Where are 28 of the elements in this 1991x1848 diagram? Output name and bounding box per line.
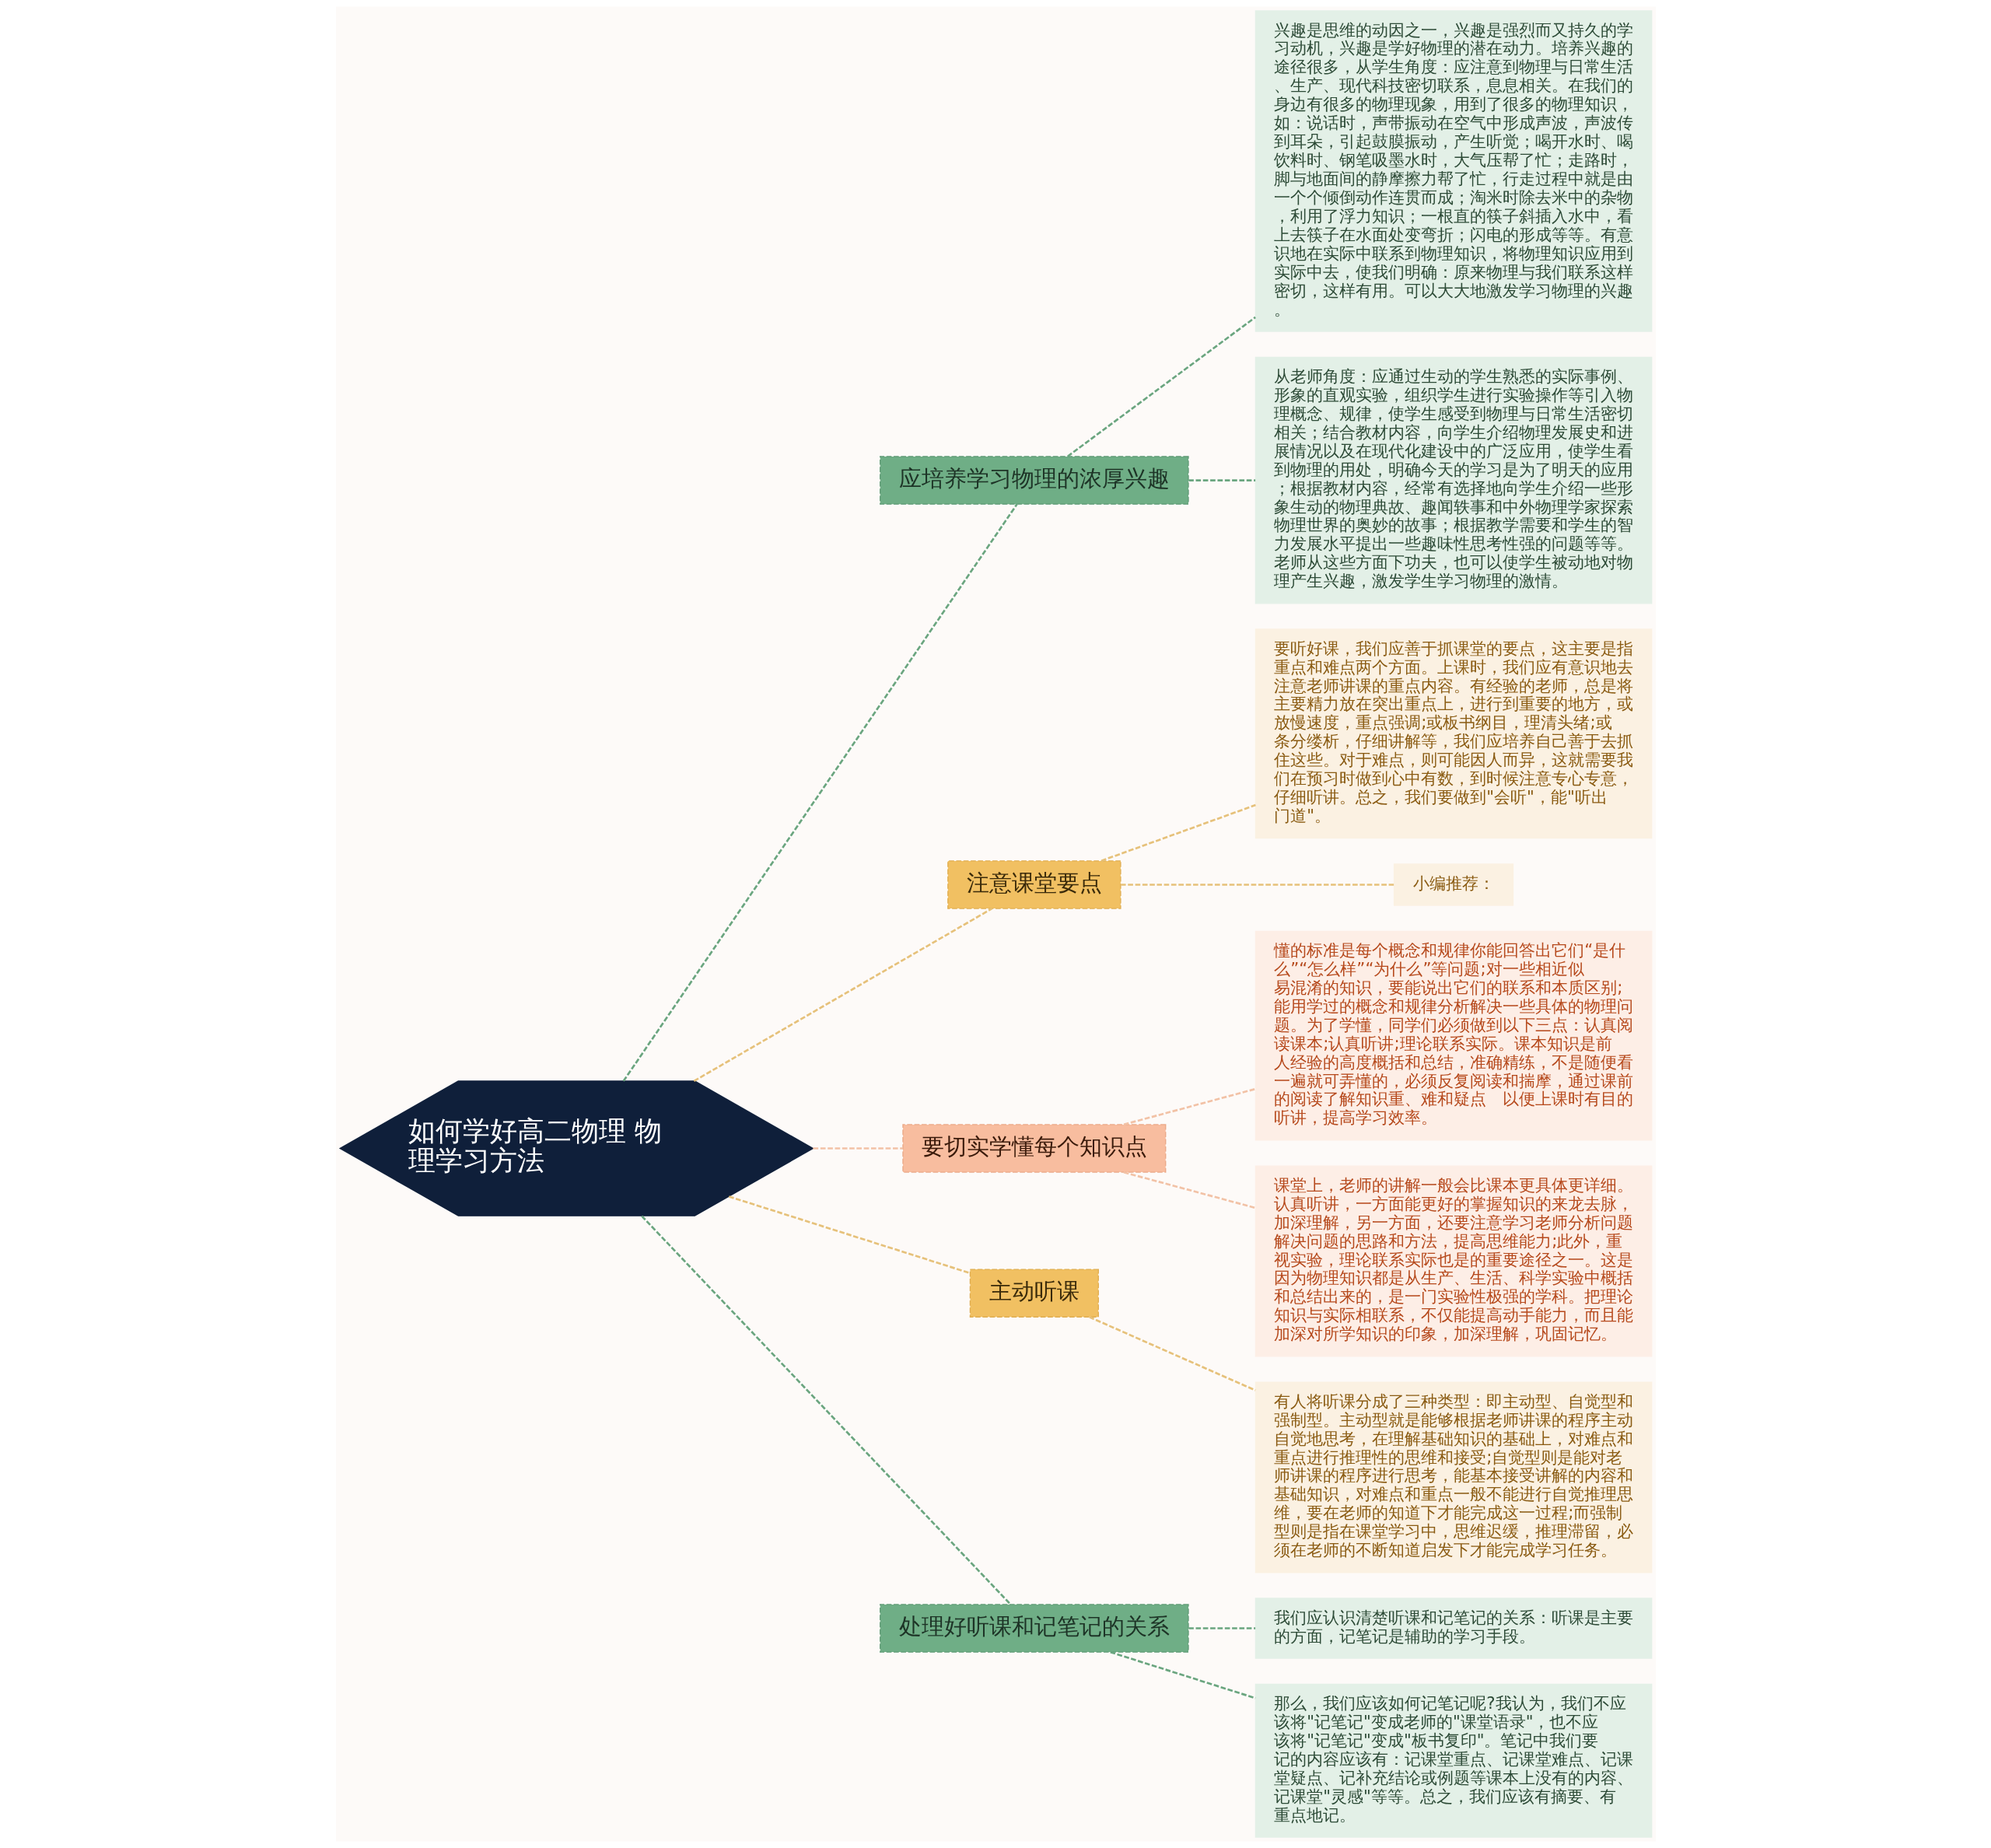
node-box: 小编推荐： [1393, 863, 1513, 906]
node-box: 应培养学习物理的浓厚兴趣 [879, 456, 1189, 505]
node-box: 注意课堂要点 [947, 860, 1121, 909]
node-box: 处理好听课和记笔记的关系 [879, 1604, 1189, 1653]
connector [693, 908, 992, 1083]
node-box: 兴趣是思维的动因之一，兴趣是强烈而又持久的学习动机，兴趣是学好物理的潜在动力。培养兴趣的途径很多，从学生角度：应注意到物理与日常生活、生产、现代科技密切联系，息息相关。在我们的身边有很多的物理现象，用到了很多的物理知识，如：说话时，声带振动在空气中形成声波，声波传到耳朵，引起鼓膜振动，产生听觉；喝开水时、喝饮料时、钢笔吸墨水时，大气压帮了忙；走路时，脚与地面间的静摩擦力帮了忙，行走过程中就是由一个个倾倒动作连贯而成；淘米时除去米中的杂物，利用了浮力知识；一根直的筷子斜插入水中，看上去筷子在水面处变弯折；闪电的形成等等。有意识地在实际中联系到物理知识，将物理知识应用到实际中去，使我们明确：原来物理与我们联系这样密切，这样有用。可以大大地激发学习物理的兴趣。 [1254, 10, 1652, 332]
connector [1188, 1627, 1255, 1629]
node-box: 要切实学懂每个知识点 [901, 1124, 1166, 1173]
connector [728, 1195, 970, 1275]
node-box: 我们应认识清楚听课和记笔记的关系：听课是主要的方面，记笔记是辅助的学习手段。 [1254, 1598, 1652, 1659]
node-box: 懂的标准是每个概念和规律你能回答出它们“是什么”“怎么样”“为什么”等问题;对一些相近似易混淆的知识，要能说出它们的联系和本质区别;能用学过的概念和规律分析解决一些具体的物理问题。为了学懂，同学们必须做到以下三点：认真阅读课本;认真听讲;理论联系实际。课本知识是前人经验的高度概括和总结，准确精练，不是随便看一遍就可弄懂的，必须反复阅读和揣摩，通过课前的阅读了解知识重、难和疑点 以便上课时有目的听讲，提高学习效率。 [1254, 930, 1652, 1141]
node-box: 那么，我们应该如何记笔记呢?我认为，我们不应该将"记笔记"变成老师的"课堂语录"，也不应该将"记笔记"变成"板书复印"。笔记中我们要记的内容应该有：记课堂重点、记课堂难点、记课堂疑点、记补充结论或例题等课本上没有的内容、记课堂"灵感"等等。总之，我们应该有摘要、有重点地记。 [1254, 1683, 1652, 1838]
connector [1123, 1171, 1255, 1209]
connector [1123, 1087, 1255, 1126]
connector [622, 503, 1018, 1082]
connector [1120, 884, 1394, 886]
node-box: 主动听课 [969, 1269, 1099, 1318]
node-box: 从老师角度：应通过生动的学生熟悉的实际事例、形象的直观实验，组织学生进行实验操作等引入物理概念、规律，使学生感受到物理与日常生活密切相关；结合教材内容，向学生介绍物理发展史和进展情况以及在现代化建设中的广泛应用，使学生看到物理的用处，明确今天的学习是为了明天的应用；根据教材内容，经常有选择地向学生介绍一些形象生动的物理典故、趣闻轶事和中外物理学家探索物理世界的奥妙的故事；根据教学需要和学生的智力发展水平提出一些趣味性思考性强的问题等等。老师从这些方面下功夫，也可以使学生被动地对物理产生兴趣，激发学生学习物理的激情。 [1254, 356, 1652, 604]
connector [1109, 1650, 1256, 1699]
node-box: 有人将听课分成了三种类型：即主动型、自觉型和强制型。主动型就是能够根据老师讲课的程序主动自觉地思考，在理解基础知识的基础上，对难点和重点进行推理性的思维和接受;自觉型则是能对老师讲课的程序进行思考，能基本接受讲解的内容和基础知识，对难点和重点一般不能进行自觉推理思维，要在老师的知道下才能完成这一过程;而强制型则是指在课堂学习中，思维迟缓，推理滞留，必须在老师的不断知道启发下才能完成学习任务。 [1254, 1381, 1652, 1573]
node-box: 要听好课，我们应善于抓课堂的要点，这主要是指重点和难点两个方面。上课时，我们应有意识地去注意老师讲课的重点内容。有经验的老师，总是将主要精力放在突出重点上，进行到重要的地方，或放慢速度，重点强调;或板书纲目，理清头绪;或条分缕析，仔细讲解等，我们应培养自己善于去抓住这些。对于难点，则可能因人而异，这就需要我们在预习时做到心中有数，到时候注意专心专意，仔细听讲。总之，我们要做到"会听"，能"听出门道"。 [1254, 628, 1652, 839]
connector [1188, 479, 1255, 481]
connector [1088, 1316, 1256, 1391]
connector [1100, 803, 1256, 862]
connector [1066, 316, 1256, 457]
connector [812, 1147, 903, 1150]
node-box: 课堂上，老师的讲解一般会比课本更具体更详细。认真听讲，一方面能更好的掌握知识的来龙去脉，加深理解，另一方面，还要注意学习老师分析问题解决问题的思路和方法，提高思维能力;此外，重视实验，理论联系实际也是的重要途径之一。这是因为物理知识都是从生产、生活、科学实验中概括和总结出来的，是一门实验性极强的学科。把理论知识与实际相联系，不仅能提高动手能力，而且能加深对所学知识的印象，加深理解，巩固记忆。 [1254, 1165, 1652, 1357]
connector [640, 1215, 1011, 1605]
